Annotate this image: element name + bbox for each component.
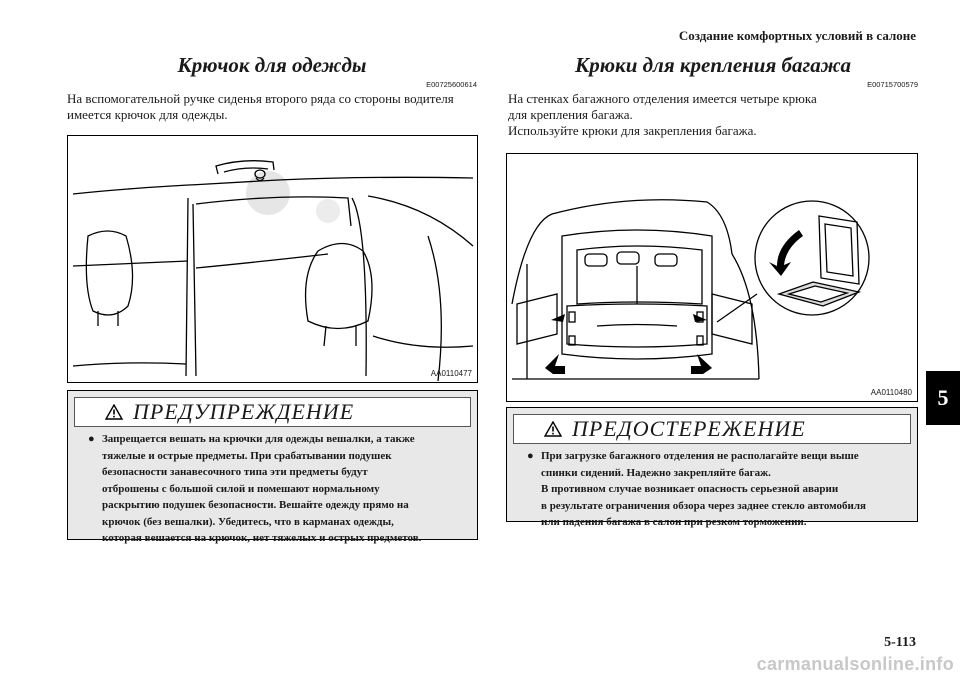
text-line: имеется крючок для одежды. (67, 107, 228, 122)
warning-triangle-icon (105, 404, 123, 420)
section-code: E00725600614 (426, 80, 477, 89)
luggage-hooks-illustration: AA0110480 (506, 153, 918, 402)
section-title-coat-hook: Крючок для одежды (177, 53, 367, 77)
bullet-icon: ● (527, 450, 534, 462)
section-text: На вспомогательной ручке сиденья второго… (67, 91, 477, 123)
chapter-tab: 5 (926, 371, 960, 425)
caution-line: В противном случае возникает опасность с… (541, 483, 839, 495)
caution-line: в результате ограничения обзора через за… (541, 499, 866, 512)
warning-line: тяжелые и острые предметы. При срабатыва… (102, 449, 392, 462)
caution-line: или падения багажа в салон при резком то… (541, 516, 807, 528)
warning-triangle-icon (544, 421, 562, 437)
watermark: carmanualsonline.info (756, 654, 954, 674)
cargo-area-drawing (511, 199, 870, 380)
text-line: На вспомогательной ручке сиденья второго… (67, 91, 454, 106)
running-header: Создание комфортных условий в салоне (678, 28, 916, 43)
coat-hook-illustration: AA0110477 (67, 135, 478, 383)
bullet-icon: ● (88, 433, 95, 445)
page-number: 5-113 (884, 635, 916, 650)
figure-code: AA0110480 (870, 388, 912, 397)
warning-line: раскрытию подушек безопасности. Вешайте … (102, 499, 409, 511)
warning-header: ПРЕДУПРЕЖДЕНИЕ (74, 397, 471, 427)
caution-box: ПРЕДОСТЕРЕЖЕНИЕ ● При загрузке багажного… (506, 407, 918, 528)
warning-line: крючок (без вешалки). Убедитесь, что в к… (102, 515, 394, 528)
text-line: Используйте крюки для закрепления багажа… (508, 123, 757, 138)
rear-seat-drawing (72, 160, 474, 382)
warning-line: отброшены с большой силой и помешают нор… (102, 482, 380, 495)
right-section: Крюки для крепления багажа E00715700579 … (508, 52, 918, 139)
caution-line: спинки сидений. Надежно закрепляйте бага… (541, 466, 771, 479)
section-code: E00715700579 (867, 80, 918, 89)
caution-title: ПРЕДОСТЕРЕЖЕНИЕ (572, 416, 806, 441)
warning-body: ● Запрещается вешать на крючки для одежд… (88, 431, 467, 547)
left-section: Крючок для одежды E00725600614 На вспомо… (67, 52, 477, 123)
warning-title: ПРЕДУПРЕЖДЕНИЕ (133, 399, 355, 424)
warning-box: ПРЕДУПРЕЖДЕНИЕ ● Запрещается вешать на к… (67, 390, 478, 544)
caution-line: При загрузке багажного отделения не расп… (541, 450, 859, 462)
caution-header: ПРЕДОСТЕРЕЖЕНИЕ (513, 414, 911, 444)
section-text: На стенках багажного отделения имеется ч… (508, 91, 918, 139)
section-title-luggage-hooks: Крюки для крепления багажа (574, 53, 851, 77)
text-line: На стенках багажного отделения имеется ч… (508, 91, 817, 106)
text-line: для крепления багажа. (508, 107, 633, 122)
warning-line: Запрещается вешать на крючки для одежды … (102, 433, 415, 445)
caution-body: ● При загрузке багажного отделения не ра… (527, 448, 907, 531)
figure-code: AA0110477 (430, 369, 472, 378)
warning-line: которая вешается на крючок, нет тяжелых … (102, 532, 422, 544)
warning-line: безопасности занавесочного типа эти пред… (102, 466, 368, 478)
